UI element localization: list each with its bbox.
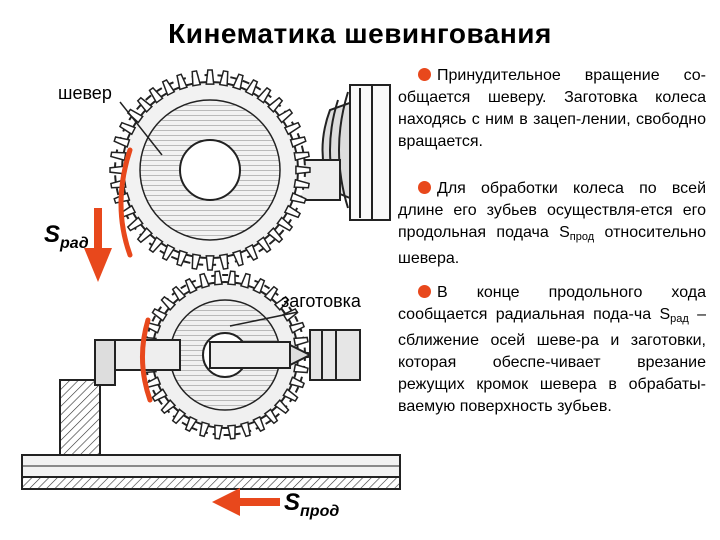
gear-tooth (184, 277, 198, 295)
gear-tooth (151, 388, 168, 402)
gear-tooth (227, 424, 236, 440)
gear-tooth (293, 336, 309, 347)
gear-tooth (171, 285, 187, 302)
shaver-gear (109, 69, 311, 271)
s-rad-arrow (84, 208, 112, 282)
gear-tooth (113, 136, 131, 149)
gear-tooth (231, 249, 244, 267)
machine-table (21, 454, 401, 490)
gear-tooth (283, 204, 302, 219)
gear-tooth (161, 243, 176, 262)
page-title: Кинематика шевингования (168, 18, 552, 49)
gear-tooth (160, 295, 177, 312)
gear-tooth (218, 70, 229, 87)
shaver-rotation-arc (118, 147, 133, 258)
gear-tooth (276, 216, 294, 232)
gear-tooth (126, 216, 144, 232)
gear-tooth (136, 96, 153, 113)
bullet-icon (418, 68, 431, 81)
gear-tooth (205, 255, 215, 271)
paragraph-radial-feed: В конце продольного хода сообщается ради… (398, 284, 706, 415)
gear-tooth (151, 308, 168, 322)
gear-tooth (191, 253, 202, 270)
gear-tooth (263, 408, 279, 425)
gear-tooth (276, 108, 294, 124)
bullet-icon (418, 285, 431, 298)
s-prod-arrow (212, 488, 280, 516)
gear-tooth (252, 277, 266, 295)
gear-tooth (110, 151, 127, 162)
gear-tooth (227, 270, 236, 286)
gear-tooth (231, 73, 244, 91)
gear-tooth (267, 227, 284, 244)
gear-tooth (214, 424, 223, 440)
gear-tooth (205, 69, 215, 85)
gear-tooth (244, 78, 259, 97)
gear-tooth (273, 398, 290, 415)
gear-tooth (176, 73, 189, 91)
gear-tooth (273, 295, 290, 312)
gear-tooth (118, 121, 137, 136)
gear-tooth (148, 236, 164, 254)
gear-tooth (199, 421, 211, 438)
tailstock (59, 339, 116, 471)
gear-tooth (288, 321, 306, 334)
workpiece-rotation-arc (140, 317, 153, 403)
gear-tooth (136, 227, 153, 244)
gear-tooth (293, 178, 310, 189)
gear-tooth (239, 421, 251, 438)
bullet-icon (418, 181, 431, 194)
gear-tooth (267, 96, 284, 113)
gear-tooth (256, 236, 272, 254)
s-prod-label: Sпрод (284, 489, 339, 520)
gear-tooth (161, 78, 176, 97)
gear-tooth (160, 398, 177, 415)
gear-tooth (289, 191, 307, 204)
gear-tooth (283, 121, 302, 136)
gear-tooth (199, 272, 211, 289)
leader-lines (119, 101, 299, 327)
rotation-arcs (118, 147, 153, 403)
workpiece-label: заготовка (281, 291, 362, 311)
gear-tooth (252, 415, 266, 433)
gear-tooth (288, 376, 306, 389)
gear-tooth (239, 272, 251, 289)
gear-tooth (293, 363, 309, 374)
gear-tooth (218, 253, 229, 270)
s-rad-label: Sрад (44, 221, 89, 252)
gear-tooth (214, 270, 223, 286)
gear-tooth (176, 249, 189, 267)
gear-tooth (256, 86, 272, 104)
gear-tooth (191, 70, 202, 87)
gear-tooth (171, 408, 187, 425)
gear-tooth (282, 388, 299, 402)
shaver-label: шевер (58, 83, 112, 103)
gear-tooth (295, 165, 311, 175)
gear-tooth (184, 415, 198, 433)
gear-tooth (293, 151, 310, 162)
gear-tooth (289, 136, 307, 149)
paragraph-longitudinal-feed: Для обработки колеса по всей длине его з… (398, 180, 707, 267)
gear-tooth (263, 285, 279, 302)
gear-tooth (148, 86, 164, 104)
paragraph-forced-rotation: Принудительное вращение со-общается шеве… (398, 67, 706, 150)
gear-tooth (244, 243, 259, 262)
